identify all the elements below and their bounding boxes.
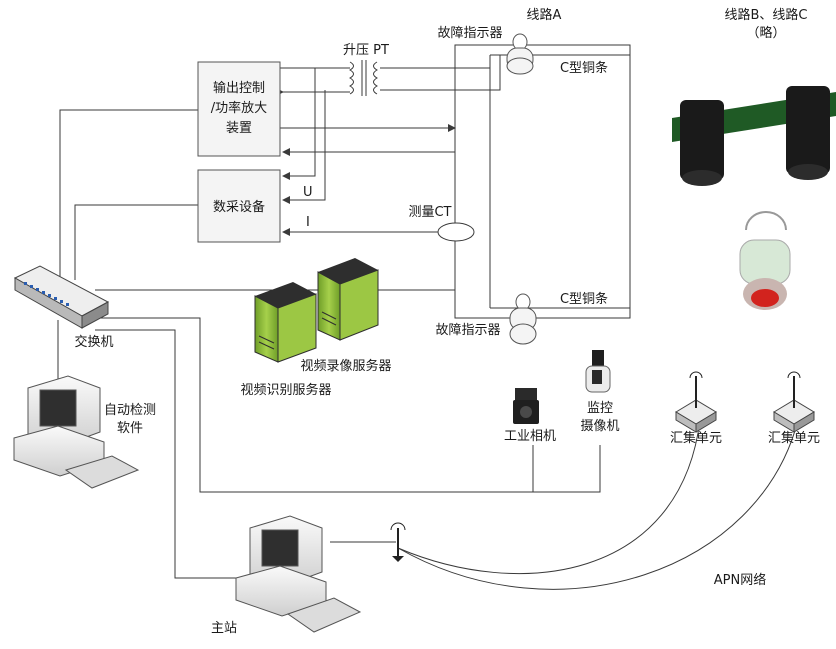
industrial-camera-label: 工业相机 bbox=[504, 429, 556, 444]
pt-secondary-1 bbox=[380, 55, 491, 69]
auto-detect-pc-icon bbox=[13, 375, 140, 489]
master-station-pc-icon bbox=[235, 515, 362, 633]
video-recog-server-icon bbox=[254, 282, 317, 363]
busbar-photo bbox=[672, 86, 836, 186]
u-signal-line bbox=[282, 68, 316, 180]
c-copper-top-label: C型铜条 bbox=[560, 60, 608, 76]
data-acquisition-device: 数采设备 bbox=[197, 169, 281, 243]
industrial-camera-icon bbox=[513, 388, 539, 424]
omitted-label: （略） bbox=[746, 25, 785, 41]
apn-link-2 bbox=[397, 419, 799, 590]
video-record-server-label: 视频录像服务器 bbox=[300, 358, 391, 374]
aggregation-unit-1-icon bbox=[675, 371, 717, 433]
video-recog-server-label: 视频识别服务器 bbox=[240, 382, 331, 398]
switch-to-master bbox=[95, 329, 240, 579]
u-signal-line-2 bbox=[282, 90, 326, 204]
video-record-server-icon bbox=[317, 258, 379, 341]
master-station-label: 主站 bbox=[211, 621, 237, 636]
fault-indicator-bottom-icon bbox=[509, 293, 537, 345]
switch-label: 交换机 bbox=[74, 334, 113, 350]
line-a-loop bbox=[454, 44, 631, 319]
switch-to-daq bbox=[74, 204, 198, 280]
fault-indicator-top-label: 故障指示器 bbox=[437, 26, 502, 41]
monitor-camera-label-2: 摄像机 bbox=[580, 419, 619, 434]
switch-to-ctrl bbox=[59, 109, 198, 278]
network-switch-icon bbox=[13, 265, 110, 329]
output-control-label-2: /功率放大 bbox=[211, 100, 267, 116]
i-label: I bbox=[306, 215, 310, 230]
fault-indicator-top-icon bbox=[506, 33, 534, 75]
step-up-pt-label: 升压 PT bbox=[343, 43, 389, 58]
aggregation-unit-1-label: 汇集单元 bbox=[670, 430, 722, 446]
master-antenna-icon bbox=[390, 522, 406, 562]
monitor-camera-icon bbox=[585, 350, 611, 393]
auto-detect-label-2: 软件 bbox=[117, 421, 143, 436]
measure-ct-icon bbox=[437, 222, 475, 242]
line-a-label: 线路A bbox=[527, 7, 562, 23]
daq-label: 数采设备 bbox=[213, 199, 265, 215]
monitor-camera-label-1: 监控 bbox=[587, 401, 613, 416]
output-control-label-3: 装置 bbox=[226, 121, 252, 136]
measure-ct-label: 测量CT bbox=[408, 205, 451, 220]
lines-bc-label: 线路B、线路C bbox=[725, 7, 808, 23]
auto-detect-label-1: 自动检测 bbox=[104, 403, 156, 418]
apn-network-label: APN网络 bbox=[714, 572, 766, 588]
u-label: U bbox=[303, 185, 313, 200]
apn-link-1 bbox=[397, 419, 701, 575]
fault-indicator-photo bbox=[739, 211, 791, 310]
pt-secondary-2 bbox=[380, 55, 501, 91]
fault-indicator-bottom-label: 故障指示器 bbox=[435, 323, 500, 338]
switch-to-cameras bbox=[100, 317, 601, 493]
step-up-pt bbox=[348, 60, 379, 96]
aggregation-unit-2-icon bbox=[773, 371, 815, 433]
output-control-device: 输出控制 /功率放大 装置 bbox=[197, 61, 281, 157]
wiring bbox=[57, 44, 799, 590]
c-copper-bottom-label: C型铜条 bbox=[560, 291, 608, 307]
output-control-label-1: 输出控制 bbox=[213, 80, 265, 96]
aggregation-unit-2-label: 汇集单元 bbox=[768, 430, 820, 446]
